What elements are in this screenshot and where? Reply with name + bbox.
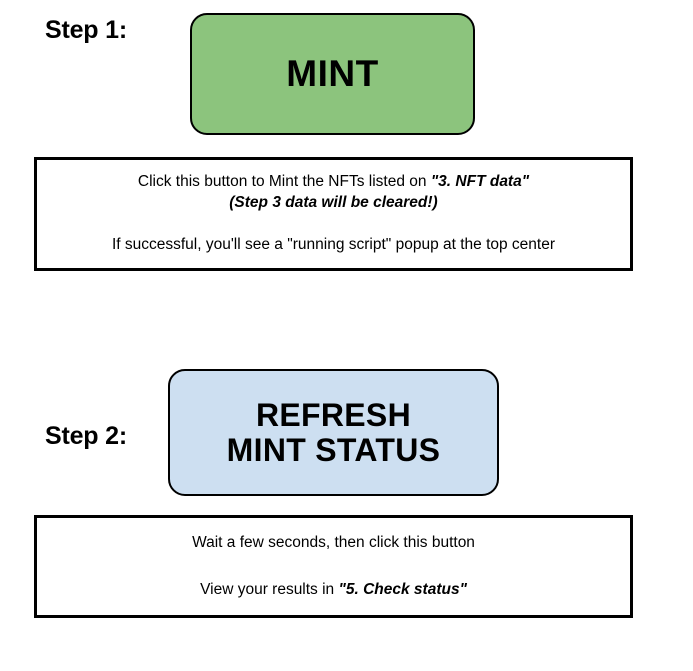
mint-button-label: MINT — [286, 53, 379, 95]
step-1-info-line1-emphasis: "3. NFT data" — [430, 172, 530, 190]
step-1-info-line2-emphasis: (Step 3 data will be cleared!) — [229, 193, 438, 211]
step-1-info-paragraph-1: Click this button to Mint the NFTs liste… — [128, 172, 539, 214]
step-1-info-paragraph-2: If successful, you'll see a "running scr… — [111, 236, 556, 254]
refresh-button-label-line-2: MINT STATUS — [226, 431, 441, 468]
step-1-info-box: Click this button to Mint the NFTs liste… — [34, 157, 633, 271]
step-2-info-line2-emphasis: "5. Check status" — [338, 580, 467, 598]
step-2-info-box: Wait a few seconds, then click this butt… — [34, 515, 633, 618]
refresh-mint-status-button[interactable]: REFRESH MINT STATUS — [168, 369, 499, 496]
step-1-info-line1-text: Click this button to Mint the NFTs liste… — [137, 172, 431, 190]
step-2-info-paragraph-2: View your results in "5. Check status" — [190, 580, 477, 601]
step-2-info-paragraph-1: Wait a few seconds, then click this butt… — [192, 533, 475, 551]
refresh-button-label-line-1: REFRESH — [255, 396, 411, 433]
step-1-label: Step 1: — [45, 16, 127, 44]
step-2-info-line2-text: View your results in — [200, 580, 339, 598]
step-2-label: Step 2: — [45, 422, 127, 450]
mint-button[interactable]: MINT — [190, 13, 475, 135]
